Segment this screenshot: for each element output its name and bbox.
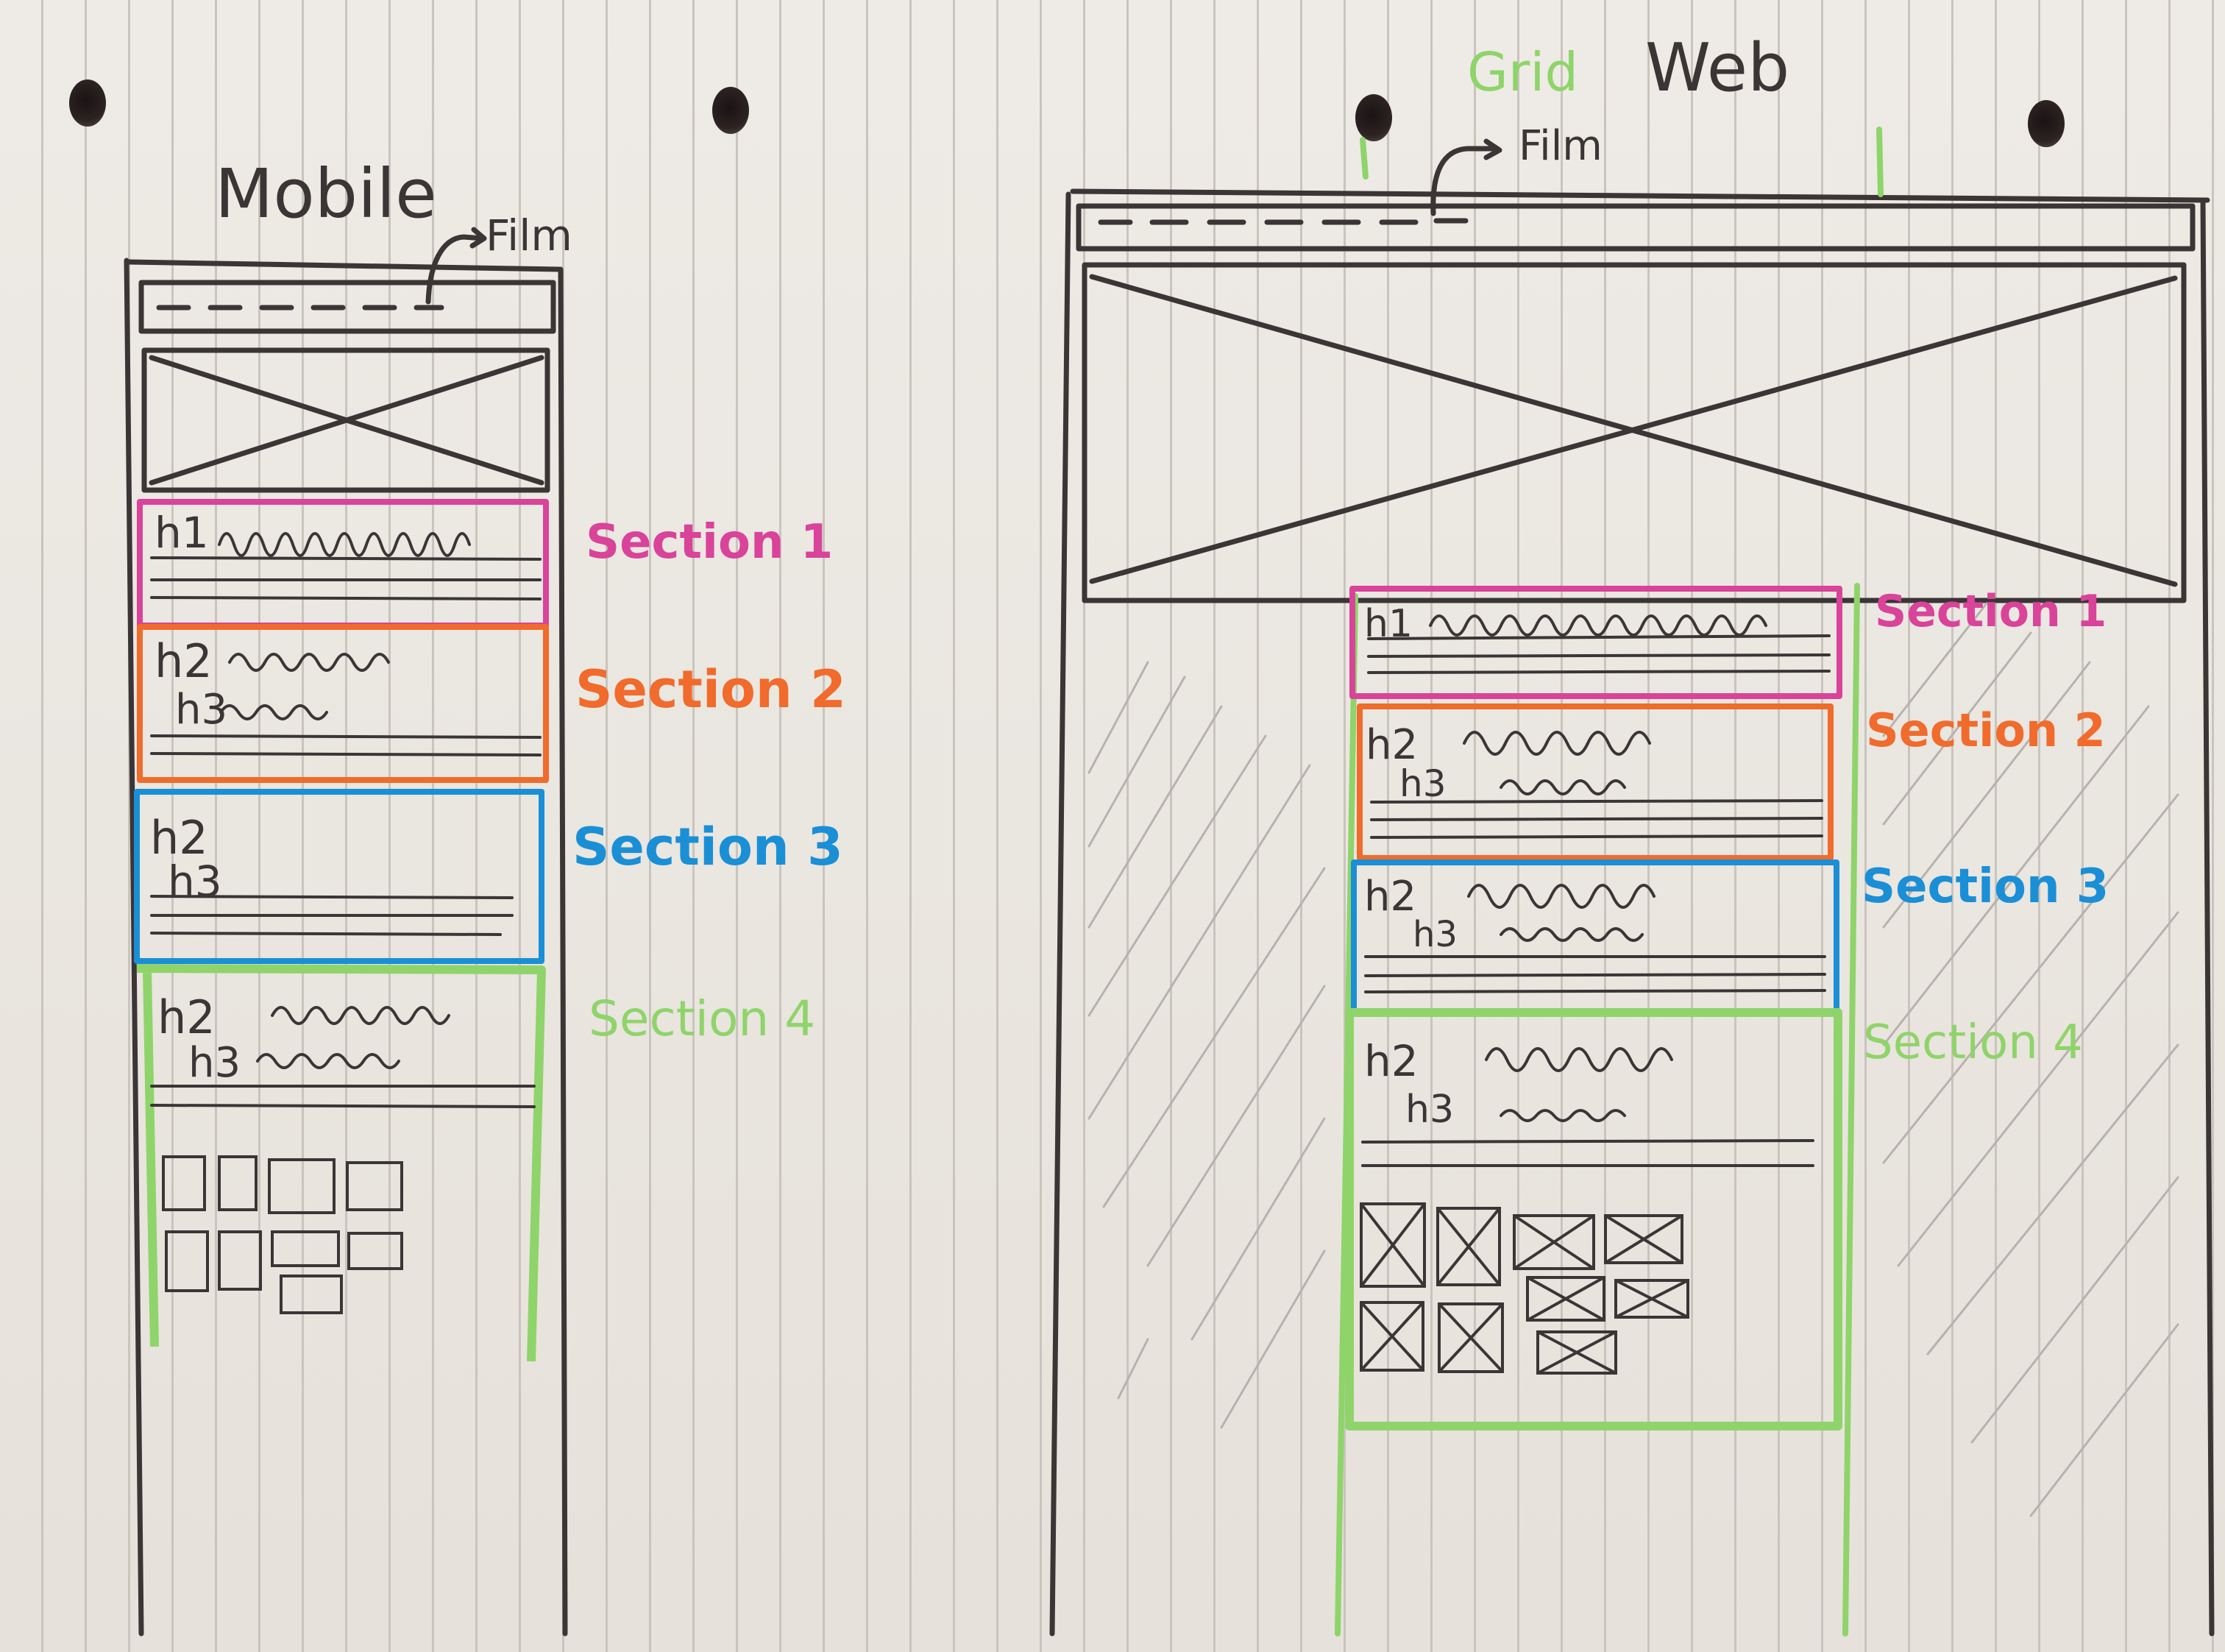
- mobile-hero-image: [141, 347, 550, 493]
- web-section-4-box: [1345, 1008, 1842, 1431]
- mobile-section-2-box: [137, 624, 549, 783]
- web-grid-lines: [1335, 127, 1884, 1637]
- web-s1-h1: h1: [1364, 602, 1413, 646]
- punch-hole: [1355, 94, 1392, 141]
- web-section-2-label: Section 2: [1866, 703, 2106, 757]
- mobile-s4-h3: h3: [188, 1039, 241, 1087]
- mobile-section-3-label: Section 3: [572, 817, 843, 877]
- mobile-section-4-label: Section 4: [589, 990, 816, 1047]
- web-film-arrow: [1430, 138, 1502, 216]
- mobile-section-1-label: Section 1: [586, 515, 834, 570]
- web-section-4-label: Section 4: [1863, 1015, 2083, 1070]
- web-grid-label: Grid: [1467, 41, 1579, 103]
- punch-hole: [2028, 100, 2065, 147]
- web-s4-h2: h2: [1364, 1036, 1419, 1086]
- web-film-label: Film: [1519, 122, 1603, 170]
- web-section-1-box: [1349, 586, 1842, 699]
- mobile-s3-h2: h2: [150, 811, 208, 865]
- web-frame-left: [1049, 191, 1071, 1637]
- web-s3-h3: h3: [1413, 914, 1458, 955]
- mobile-section-3-box: [134, 789, 544, 964]
- web-s4-h3: h3: [1405, 1088, 1455, 1132]
- mobile-s4-h2: h2: [157, 990, 216, 1044]
- web-frame-right: [2200, 197, 2215, 1637]
- mobile-film-arrow: [425, 227, 487, 305]
- mobile-section-2-label: Section 2: [575, 659, 846, 720]
- web-nav-dashes: [1098, 218, 1469, 225]
- mobile-s3-h3: h3: [168, 857, 222, 907]
- mobile-title: Mobile: [215, 155, 437, 233]
- mobile-frame-top: [127, 259, 562, 272]
- punch-hole: [712, 87, 749, 134]
- mobile-s1-h1: h1: [155, 508, 209, 558]
- web-s2-h2: h2: [1366, 721, 1419, 769]
- web-s3-h2: h2: [1364, 873, 1417, 921]
- web-section-3-label: Section 3: [1862, 859, 2109, 914]
- mobile-nav-bar: [138, 280, 556, 334]
- body-text-lines: [150, 556, 1831, 1167]
- web-section-2-box: [1357, 703, 1834, 861]
- punch-hole: [69, 79, 106, 127]
- web-title: Web: [1645, 29, 1790, 107]
- mobile-film-label: Film: [486, 210, 572, 260]
- mobile-s2-h3: h3: [175, 686, 228, 734]
- web-hero-image: [1082, 262, 2187, 603]
- web-gallery-thumbnails: [1360, 1202, 1689, 1375]
- web-s2-h3: h3: [1399, 762, 1447, 805]
- web-nav-bar: [1076, 203, 2196, 252]
- mobile-gallery-thumbnails: [162, 1155, 403, 1314]
- mobile-section-4-box: [136, 964, 546, 1362]
- web-shaded-gutter-right: [1882, 602, 2179, 1517]
- mobile-frame-right: [558, 266, 568, 1637]
- web-shaded-gutter-left: [1087, 661, 1326, 1429]
- squiggle-headings: [218, 532, 1767, 1122]
- mobile-s2-h2: h2: [155, 634, 213, 688]
- web-section-1-label: Section 1: [1875, 586, 2107, 637]
- web-frame-top: [1070, 188, 2210, 203]
